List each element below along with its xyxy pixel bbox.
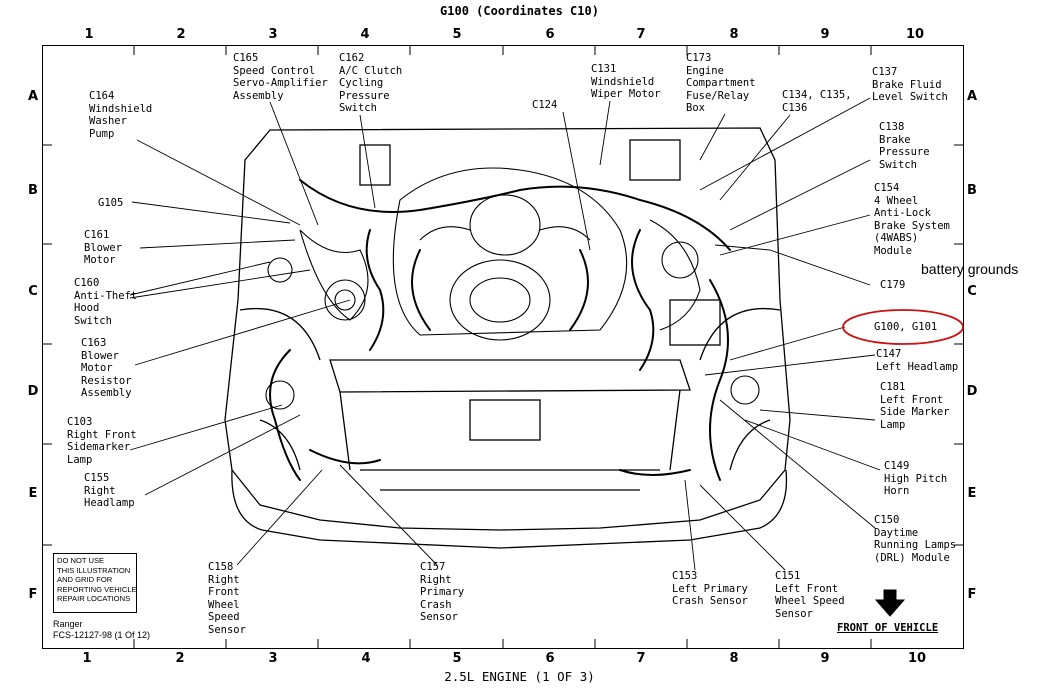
grid-col-1: 1 [84, 27, 94, 42]
label-c181: C181 Left Front Side Marker Lamp [880, 381, 950, 431]
label-c154: C154 4 Wheel Anti-Lock Brake System (4WA… [874, 182, 950, 257]
grid-col-10-bottom: 10 [907, 651, 927, 666]
grid-row-d-right: D [966, 384, 978, 399]
usage-notice: DO NOT USE THIS ILLUSTRATION AND GRID FO… [53, 553, 137, 613]
front-arrow-icon [874, 589, 906, 617]
diagram-title: G100 (Coordinates C10) [440, 4, 599, 18]
grid-col-9: 9 [820, 27, 830, 42]
leader-lines [129, 97, 881, 571]
grid-col-3: 3 [268, 27, 278, 42]
label-c149: C149 High Pitch Horn [884, 460, 948, 497]
label-c165: C165 Speed Control Servo-Amplifier Assem… [233, 52, 328, 102]
label-c163: C163 Blower Motor Resistor Assembly [81, 337, 132, 399]
engine-block [265, 167, 760, 410]
label-c153: C153 Left Primary Crash Sensor [672, 570, 748, 607]
grid-row-d: D [27, 384, 39, 399]
grid-col-4: 4 [360, 27, 370, 42]
grid-col-4-bottom: 4 [361, 651, 371, 666]
grid-col-5: 5 [452, 27, 462, 42]
grid-row-f-right: F [967, 587, 977, 602]
label-c138: C138 Brake Pressure Switch [879, 121, 930, 171]
label-c147: C147 Left Headlamp [876, 348, 959, 373]
grid-row-f: F [28, 587, 38, 602]
label-c164: C164 Windshield Washer Pump [89, 90, 153, 140]
wiring-harness [269, 179, 731, 481]
grid-row-c: C [28, 284, 38, 299]
grid-row-b: B [28, 183, 38, 198]
label-c124: C124 [532, 99, 558, 111]
label-c134-c135-c136: C134, C135, C136 [782, 89, 852, 114]
grid-col-7-bottom: 7 [636, 651, 646, 666]
grid-col-2: 2 [176, 27, 186, 42]
grid-row-e-right: E [967, 486, 977, 501]
label-c155: C155 Right Headlamp [84, 472, 135, 509]
grid-col-5-bottom: 5 [452, 651, 462, 666]
label-c137: C137 Brake Fluid Level Switch [872, 66, 948, 103]
label-c160: C160 Anti-Theft Hood Switch [74, 277, 138, 327]
grid-col-2-bottom: 2 [175, 651, 185, 666]
label-c162: C162 A/C Clutch Cycling Pressure Switch [339, 52, 403, 114]
label-c161: C161 Blower Motor [84, 229, 122, 266]
grid-col-9-bottom: 9 [820, 651, 830, 666]
grid-row-e: E [28, 486, 38, 501]
grid-row-c-right: C [967, 284, 977, 299]
label-c103: C103 Right Front Sidemarker Lamp [67, 416, 137, 466]
grid-col-6: 6 [545, 27, 555, 42]
battery-grounds-annotation: battery grounds [921, 261, 1019, 277]
reference-code: Ranger FCS-12127-98 (1 Of 12) [53, 619, 151, 640]
label-g100-g101: G100, G101 [874, 321, 938, 333]
grid-col-8: 8 [729, 27, 739, 42]
label-c157: C157 Right Primary Crash Sensor [420, 561, 465, 623]
label-c179: C179 [880, 279, 906, 291]
grid-col-1-bottom: 1 [82, 651, 92, 666]
highlight-ellipse [842, 309, 964, 345]
grid-row-a-right: A [966, 89, 978, 104]
grid-col-7: 7 [636, 27, 646, 42]
grid-row-b-right: B [967, 183, 977, 198]
label-c151: C151 Left Front Wheel Speed Sensor [775, 570, 845, 620]
diagram-subtitle: 2.5L ENGINE (1 OF 3) [444, 669, 595, 684]
grid-col-8-bottom: 8 [729, 651, 739, 666]
label-c131: C131 Windshield Wiper Motor [591, 63, 661, 100]
label-g105: G105 [98, 197, 124, 209]
label-c158: C158 Right Front Wheel Speed Sensor [208, 561, 246, 636]
compartment-outline [224, 127, 791, 549]
grid-row-a: A [27, 89, 39, 104]
grid-col-6-bottom: 6 [545, 651, 555, 666]
grid-col-3-bottom: 3 [268, 651, 278, 666]
grid-ticks [42, 45, 964, 649]
front-of-vehicle-label: FRONT OF VEHICLE [837, 622, 939, 634]
label-c150: C150 Daytime Running Lamps (DRL) Module [874, 514, 957, 564]
grid-col-10: 10 [905, 27, 925, 42]
label-c173: C173 Engine Compartment Fuse/Relay Box [686, 52, 756, 114]
